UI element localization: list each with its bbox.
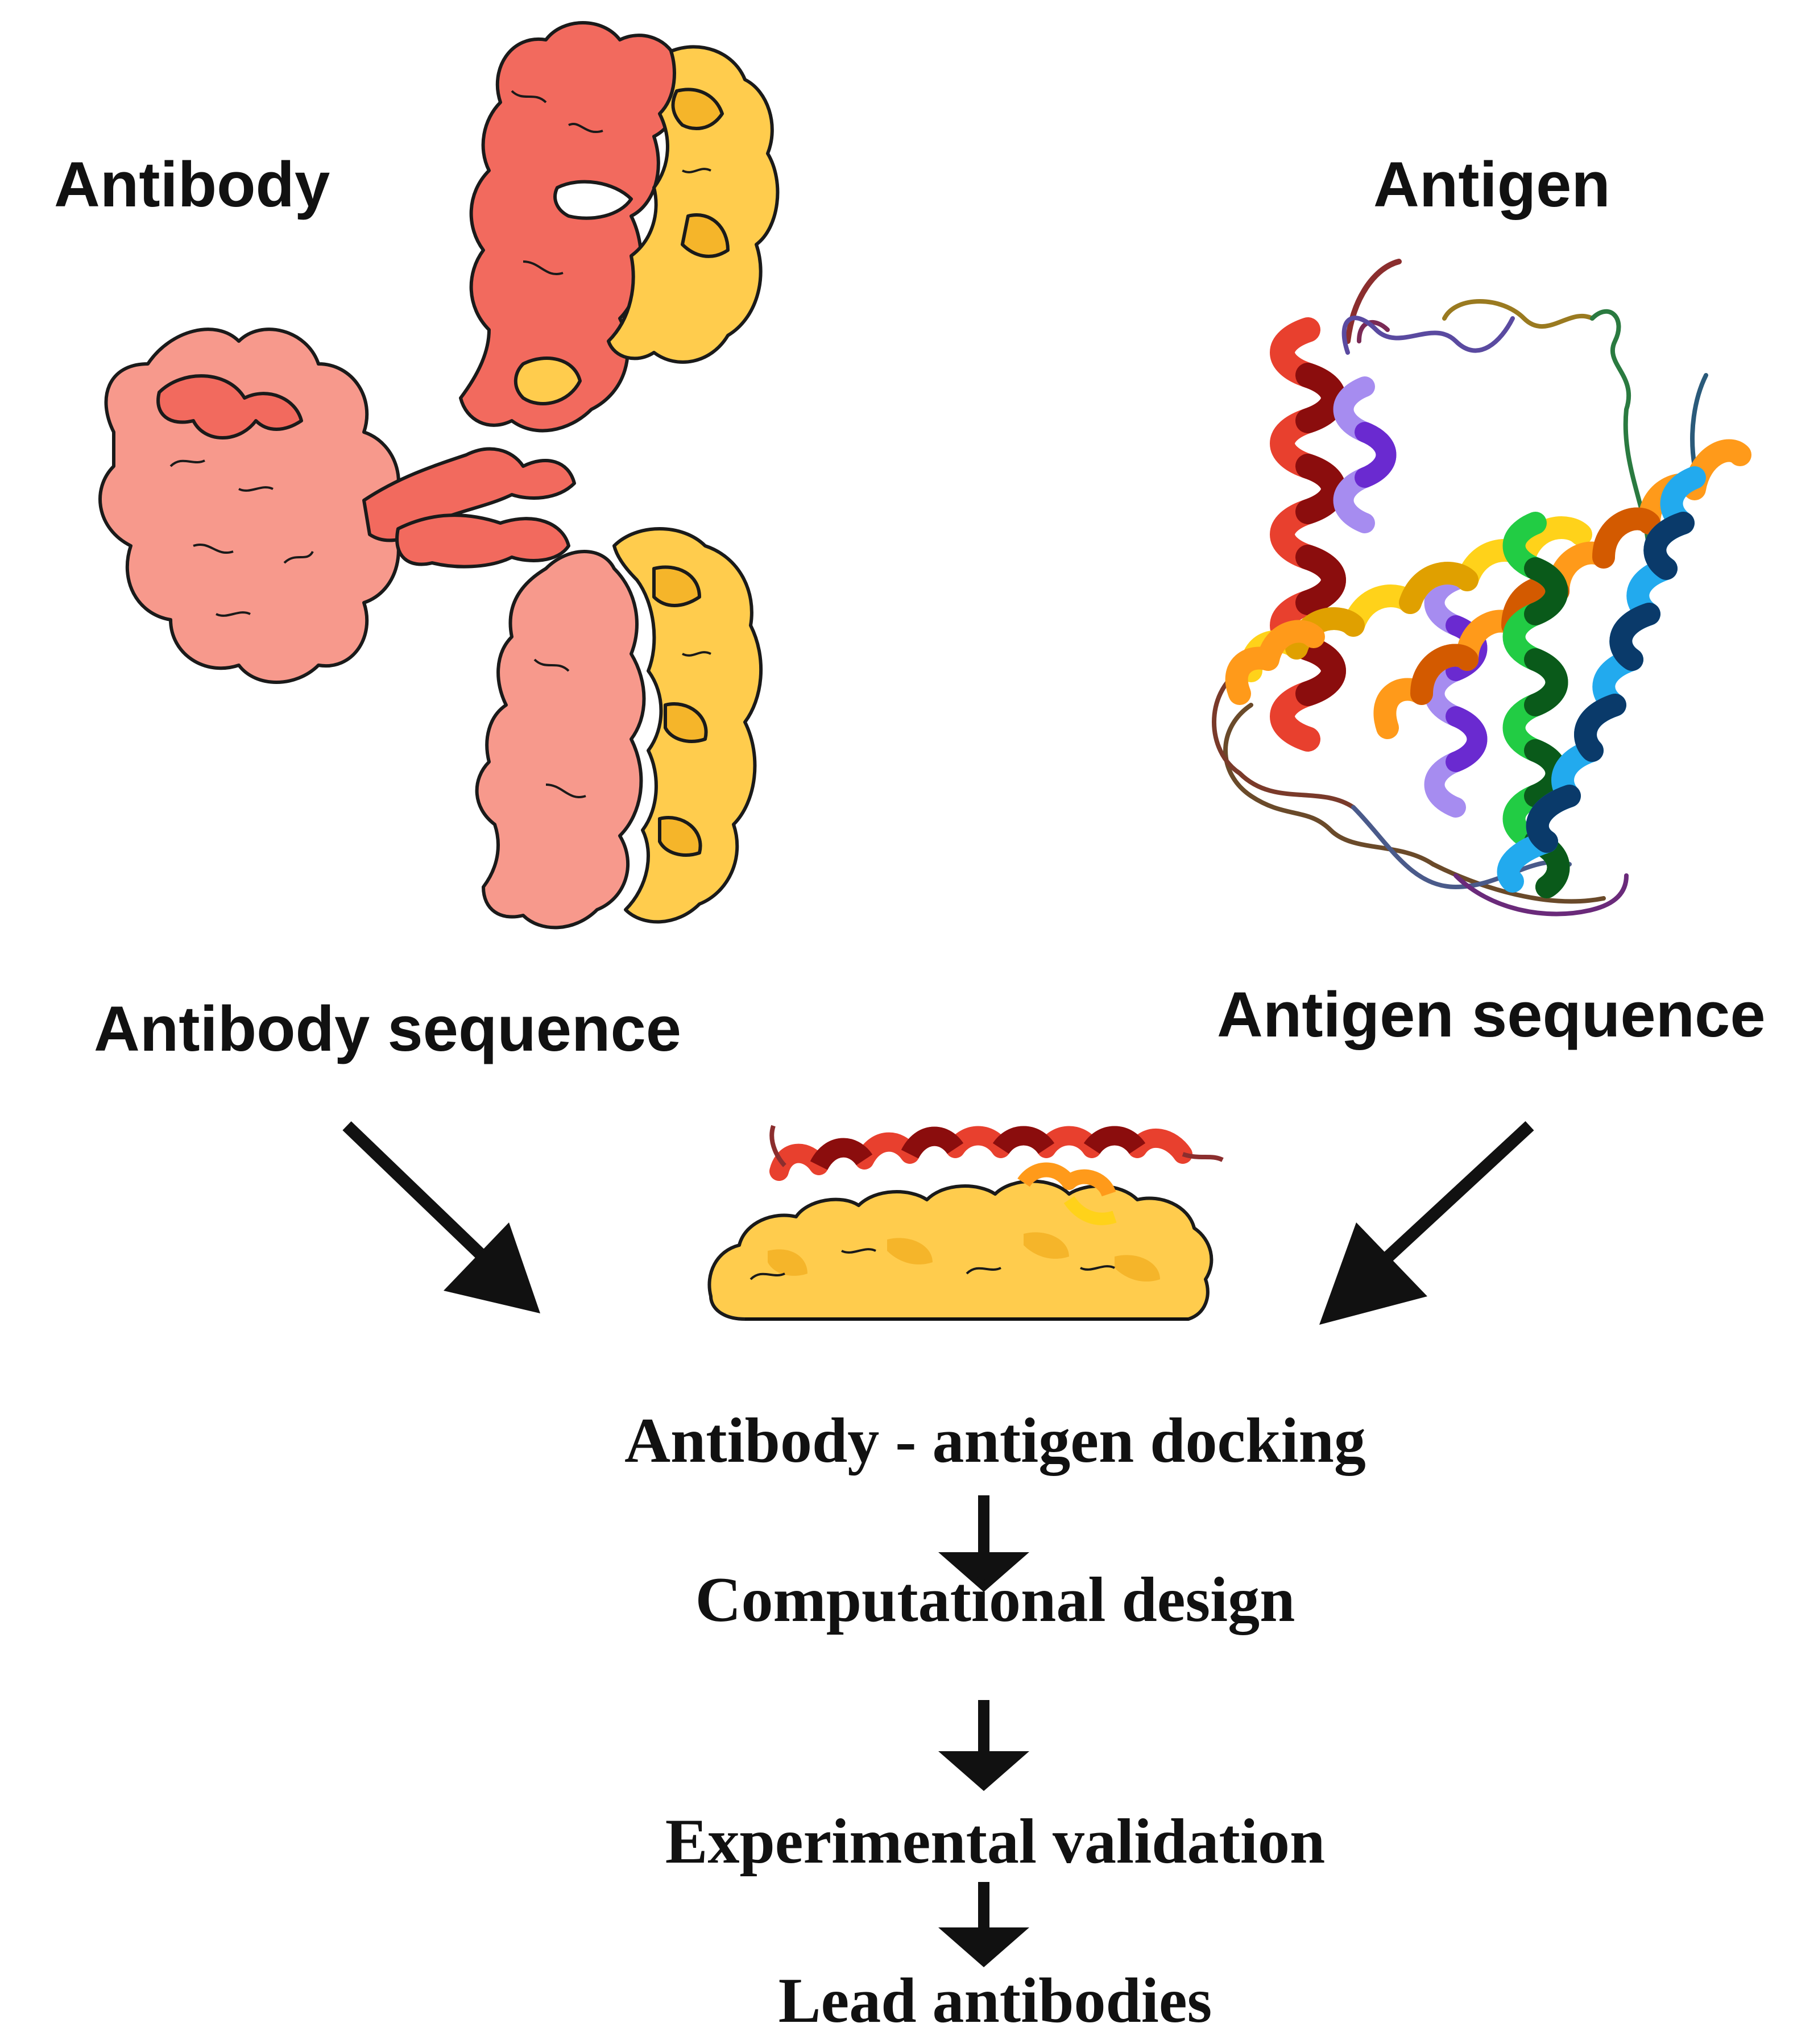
workflow-step-docking: Antibody - antigen docking: [624, 1405, 1366, 1476]
antibody-protein-surface-icon: [98, 21, 780, 930]
docking-to-design-arrow: [938, 1495, 1029, 1592]
docked-complex-icon: [707, 1125, 1224, 1321]
antigen-to-docking-arrow: [1319, 1121, 1534, 1325]
validation-to-lead-arrow: [938, 1882, 1029, 1967]
antibody-label: Antibody: [54, 149, 330, 220]
workflow-step-design: Computational design: [695, 1565, 1295, 1635]
antibody-to-docking-arrow: [342, 1121, 540, 1313]
antigen-label: Antigen: [1373, 149, 1610, 220]
antigen-sequence-label: Antigen sequence: [1217, 979, 1766, 1050]
design-to-validation-arrow: [938, 1700, 1029, 1791]
workflow-step-validation: Experimental validation: [665, 1806, 1326, 1877]
antibody-sequence-label: Antibody sequence: [94, 993, 682, 1064]
antigen-ribbon-helices-icon: [1212, 259, 1751, 917]
workflow-step-lead: Lead antibodies: [778, 1966, 1212, 2036]
